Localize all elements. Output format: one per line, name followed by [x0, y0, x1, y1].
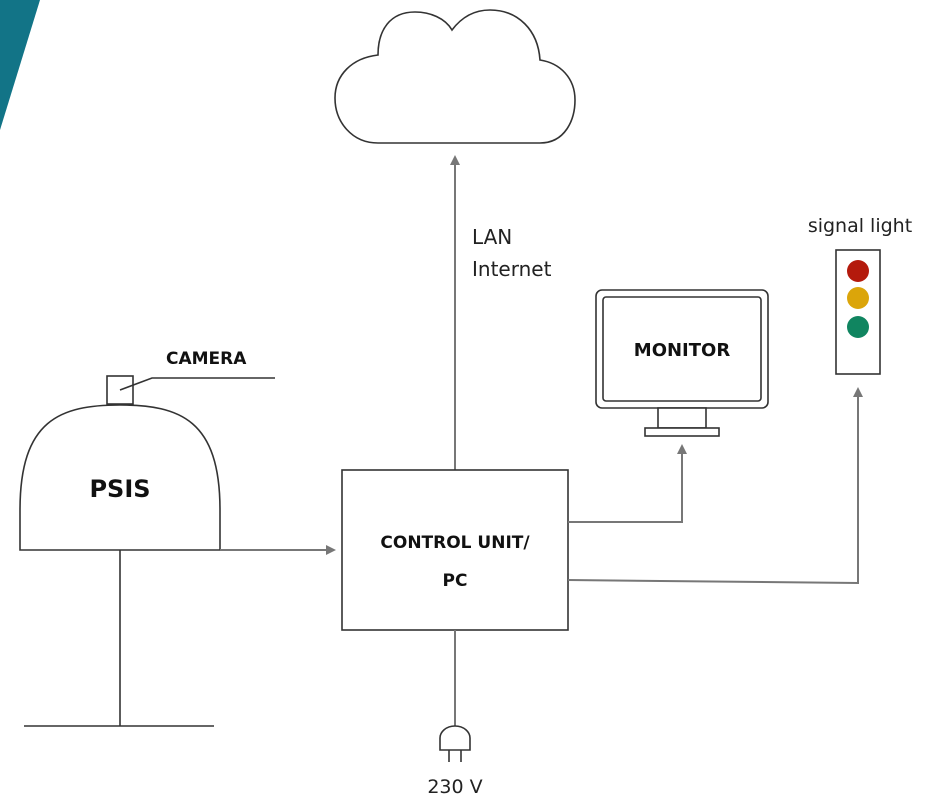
signal-light-label: signal light [808, 215, 912, 237]
control-unit-label-line2: PC [443, 571, 468, 591]
lan-label: LAN [472, 225, 512, 249]
traffic-light-icon [835, 249, 881, 375]
control-unit-box [341, 469, 569, 631]
amber-light [847, 287, 869, 309]
control-to-signal-connector [567, 387, 863, 585]
psis-label: PSIS [89, 475, 150, 503]
green-light [847, 316, 869, 338]
camera-callout-line [119, 377, 275, 391]
camera-label: CAMERA [166, 349, 247, 369]
psis-dome [19, 404, 221, 551]
control-to-monitor-connector [568, 444, 687, 523]
power-label: 230 V [427, 776, 482, 798]
monitor-icon [595, 289, 769, 437]
monitor-label: MONITOR [634, 340, 731, 361]
red-light [847, 260, 869, 282]
corner-accent [0, 0, 40, 130]
internet-label: Internet [472, 257, 552, 281]
control-unit-label-line1: CONTROL UNIT/ [380, 533, 530, 553]
cloud-icon [334, 9, 576, 144]
power-plug-icon [439, 725, 471, 762]
